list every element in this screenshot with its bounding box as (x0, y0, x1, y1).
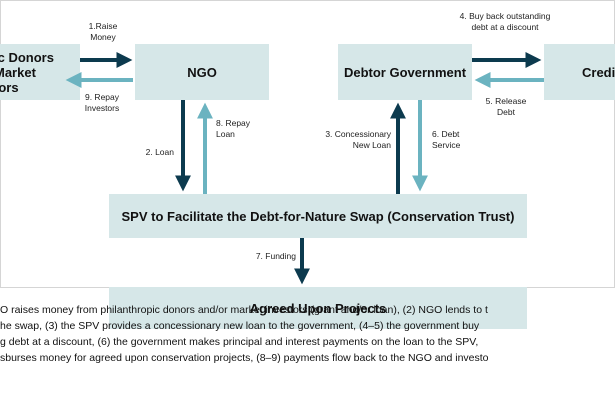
government-label: Debtor Government (343, 64, 467, 80)
label-repay-investors: 9. Repay Investors (84, 92, 120, 113)
creditors-label: Credit (582, 64, 615, 80)
figure-caption: O raises money from philanthropic donors… (0, 302, 615, 366)
label-funding: 7. Funding (255, 251, 296, 261)
label-debt-service: 6. Debt Service (432, 129, 461, 150)
label-raise-money: 1.Raise Money (88, 21, 118, 42)
projects-label: Agreed Upon Projects (249, 300, 387, 316)
debtor-government-box: Debtor Government (338, 44, 472, 100)
label-release-debt: 5. Release Debt (485, 96, 527, 117)
label-buy-back: 4. Buy back outstanding debt at a discou… (459, 11, 551, 32)
caption-line: he swap, (3) the SPV provides a concessi… (0, 320, 480, 332)
caption-line: sburses money for agreed upon conservati… (0, 352, 489, 364)
label-concessionary-loan: 3. Concessionary New Loan (325, 129, 391, 150)
label-loan: 2. Loan (145, 147, 174, 157)
caption-line: g debt at a discount, (6) the government… (0, 336, 479, 348)
creditors-box: Credit (544, 44, 615, 100)
spv-label: SPV to Facilitate the Debt-for-Nature Sw… (121, 208, 515, 224)
spv-box: SPV to Facilitate the Debt-for-Nature Sw… (109, 194, 527, 238)
caption-line: O raises money from philanthropic donors… (0, 304, 488, 316)
ngo-label: NGO (187, 64, 217, 80)
donors-label: ic Donors Market tors (0, 49, 54, 95)
agreed-projects-box: Agreed Upon Projects (109, 287, 527, 329)
label-repay-loan: 8. Repay Loan (216, 118, 251, 139)
ngo-box: NGO (135, 44, 269, 100)
